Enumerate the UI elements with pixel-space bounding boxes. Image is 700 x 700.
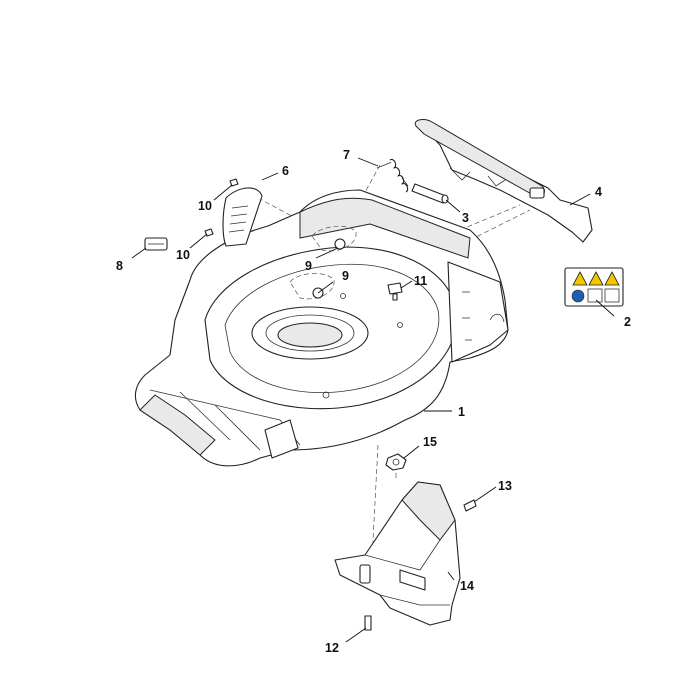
clip-part	[144, 237, 168, 251]
safety-label	[564, 267, 624, 307]
hinge-rod	[411, 183, 449, 204]
callout-6: 6	[282, 164, 289, 178]
mandatory-action-icon	[571, 289, 585, 303]
callout-9-upper: 9	[305, 259, 312, 273]
callout-2: 2	[624, 315, 631, 329]
callout-13: 13	[498, 479, 512, 493]
rear-flap-assembly	[414, 118, 593, 243]
deflector-screw	[463, 499, 477, 512]
bottom-screw	[364, 615, 372, 631]
warning-triangle-icon	[588, 271, 604, 286]
callout-7: 7	[343, 148, 350, 162]
callout-10-upper: 10	[198, 199, 212, 213]
callout-12: 12	[325, 641, 339, 655]
warning-triangle-icon	[604, 271, 620, 286]
mower-deck	[134, 189, 509, 467]
callout-14: 14	[460, 579, 474, 593]
height-adjust-rack	[222, 187, 263, 247]
discharge-deflector	[334, 481, 461, 626]
callout-8: 8	[116, 259, 123, 273]
callout-10-lower: 10	[176, 248, 190, 262]
leader-lines	[131, 157, 615, 643]
deck-bolt	[387, 282, 403, 301]
hex-nut	[385, 453, 407, 471]
callout-11: 11	[414, 274, 427, 288]
callout-1: 1	[458, 405, 465, 419]
callout-3: 3	[462, 211, 469, 225]
callout-labels: 1 2 3 4 6 7 8 9 9 10 10 11 12 13 14 15	[116, 148, 631, 655]
callout-9-lower: 9	[342, 269, 349, 283]
callout-15: 15	[423, 435, 437, 449]
callout-4: 4	[595, 185, 602, 199]
warning-triangle-icon	[572, 271, 588, 286]
manual-book-icon	[604, 288, 620, 303]
torsion-spring	[376, 158, 409, 193]
